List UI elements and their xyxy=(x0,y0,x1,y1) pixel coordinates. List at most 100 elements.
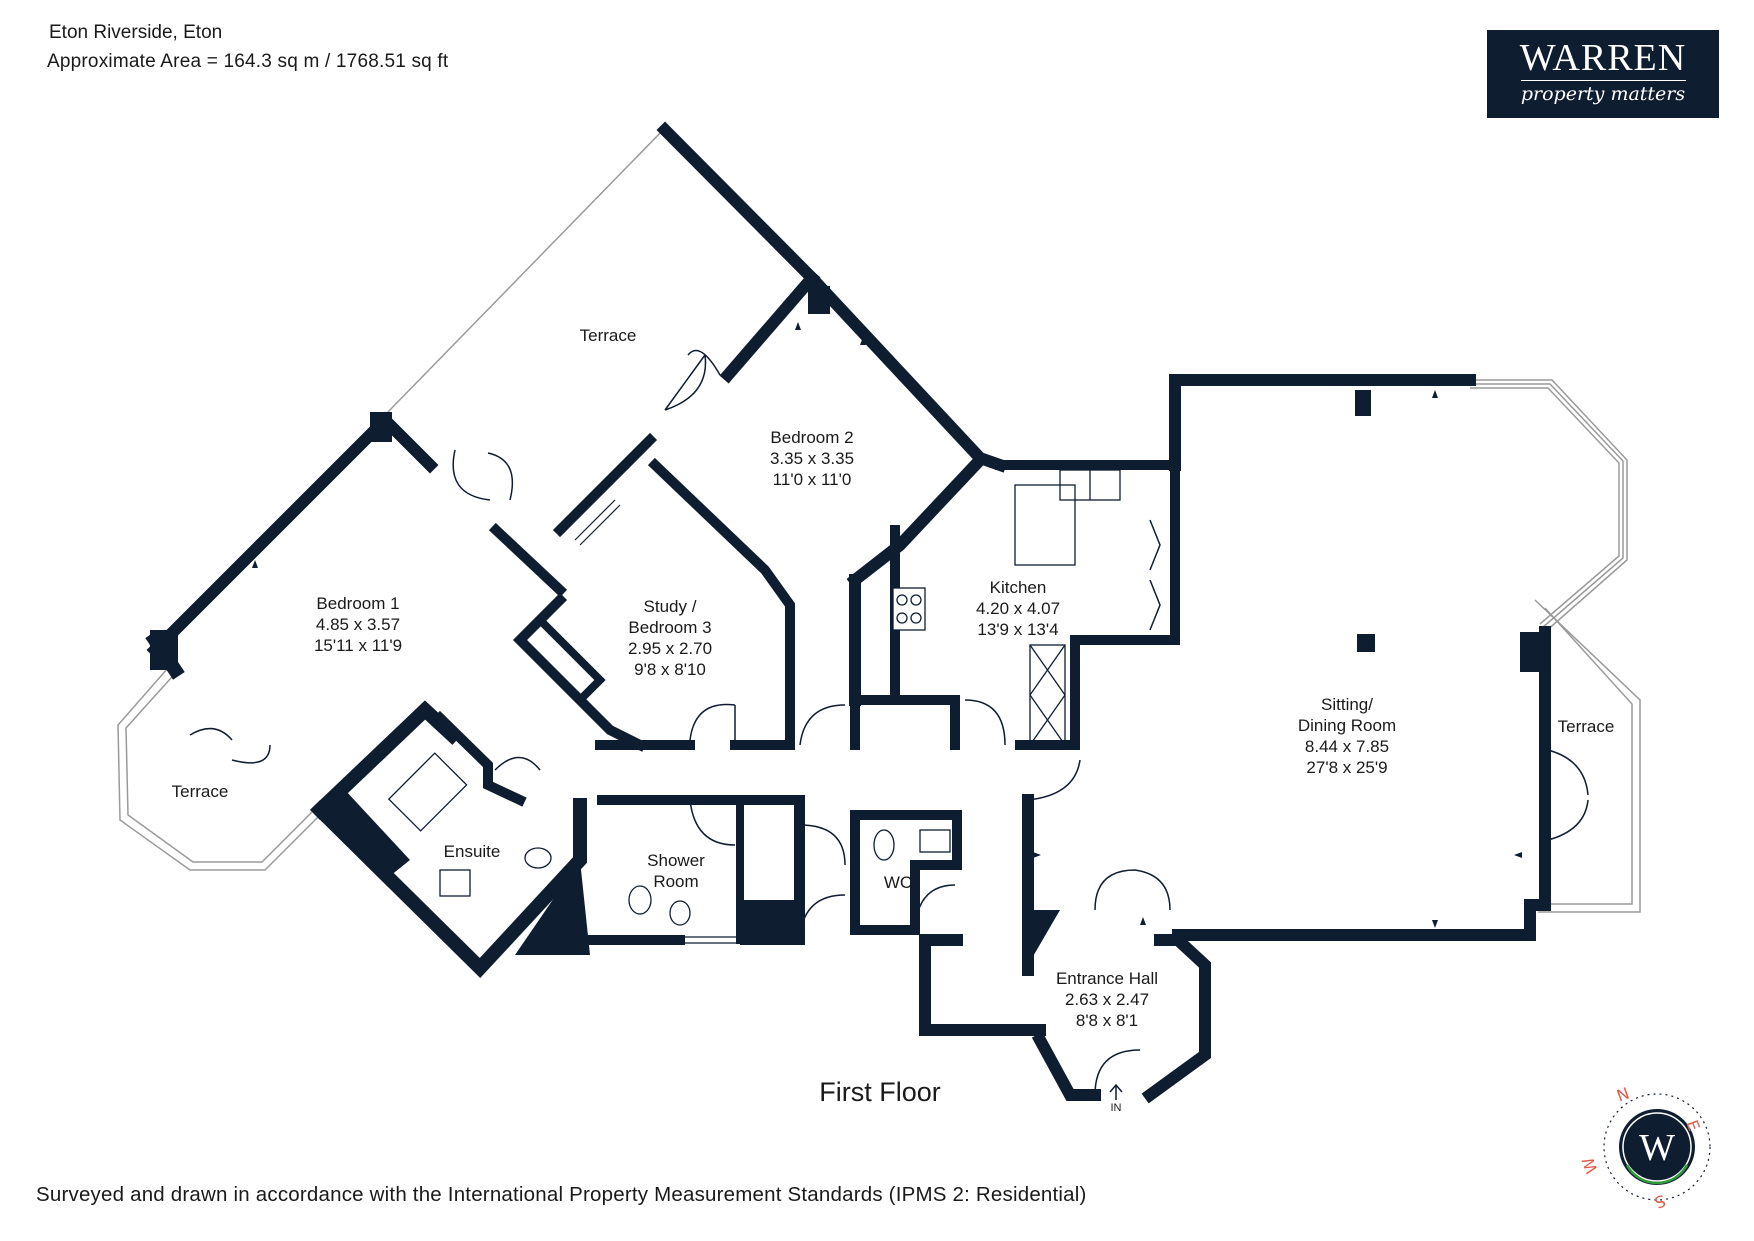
compass-outer-dots xyxy=(1603,1093,1711,1201)
right-terrace-outline xyxy=(1534,599,1641,913)
left-terrace-outline xyxy=(117,659,321,871)
marker-8 xyxy=(1140,917,1146,925)
door-entrance xyxy=(1094,1049,1141,1096)
sitting-name-2: Dining Room xyxy=(1297,716,1397,735)
door-hall xyxy=(1027,759,1081,801)
bedroom2-imperial: 11'0 x 11'0 xyxy=(772,470,852,489)
bedroom1-imperial: 15'11 x 11'9 xyxy=(313,636,403,655)
marker-7 xyxy=(1514,852,1522,858)
wall-sitting-bottom xyxy=(1172,899,1551,941)
warren-logo: WARREN property matters xyxy=(1487,30,1719,118)
ensuite-bath xyxy=(387,752,468,832)
entry-label: IN xyxy=(1110,1102,1122,1114)
compass-disc xyxy=(1619,1109,1695,1185)
wall-entrance xyxy=(1141,934,1211,1104)
wall-ensuite-inner xyxy=(432,710,527,807)
door-kitchen xyxy=(964,699,1006,746)
wall-study-top-left xyxy=(552,432,658,538)
terrace-right-name: Terrace xyxy=(1557,717,1615,736)
sitting-metric: 8.44 x 7.85 xyxy=(1304,737,1390,756)
study-name: Study / xyxy=(643,597,697,616)
shower-name-2: Room xyxy=(653,872,699,891)
wall-entrance-corridor xyxy=(919,934,1046,1036)
wc-name: WC xyxy=(883,873,913,892)
door-entrance-top xyxy=(1094,869,1171,911)
window-ensuite xyxy=(389,879,437,926)
bedroom1-metric: 4.85 x 3.57 xyxy=(315,615,401,634)
wall-sitting-top xyxy=(1169,374,1476,471)
bay-window-outline-inner2 xyxy=(1470,383,1624,629)
ensuite-name: Ensuite xyxy=(443,842,501,861)
compass-inner-ring xyxy=(1622,1112,1692,1182)
wc-basin xyxy=(919,829,951,853)
wall-corridor-closet xyxy=(850,695,960,750)
door-shower xyxy=(689,799,736,846)
door-corridor-shower-2 xyxy=(799,894,846,936)
window-shower xyxy=(680,936,740,944)
wall-wc xyxy=(850,810,962,935)
sitting-pillar-top xyxy=(1355,390,1371,416)
wall-entrance-left xyxy=(1031,1031,1101,1101)
bedroom1-name: Bedroom 1 xyxy=(316,594,400,613)
radiator-markers xyxy=(252,322,1522,928)
label-ensuite: Ensuite xyxy=(444,841,501,862)
sitting-imperial: 27'8 x 25'9 xyxy=(1306,758,1388,777)
label-sitting: Sitting/ Dining Room 8.44 x 7.85 27'8 x … xyxy=(1298,694,1396,778)
marker-4 xyxy=(1432,390,1438,398)
terrace-left-name: Terrace xyxy=(171,782,229,801)
kitchen-name: Kitchen xyxy=(989,578,1047,597)
label-terrace-left: Terrace xyxy=(172,781,229,802)
label-bedroom2: Bedroom 2 3.35 x 3.35 11'0 x 11'0 xyxy=(770,427,854,490)
door-ensuite xyxy=(494,756,541,771)
marker-1 xyxy=(252,560,258,568)
compass-green-arc xyxy=(1625,1164,1689,1185)
window-sitting-right xyxy=(1540,700,1550,745)
door-sitting-terrace xyxy=(1547,749,1589,841)
header-title: Eton Riverside, Eton xyxy=(49,22,223,43)
door-corridor-shower xyxy=(799,824,846,866)
wall-hall-solid xyxy=(1028,910,1060,965)
wall-study-closet xyxy=(534,614,606,706)
label-bedroom1: Bedroom 1 4.85 x 3.57 15'11 x 11'9 xyxy=(314,593,402,656)
right-terrace-outline-inner xyxy=(1538,607,1633,905)
top-terrace-outline xyxy=(384,126,813,416)
wall-bedroom2-right xyxy=(846,451,989,589)
logo-wordmark: WARREN xyxy=(1519,37,1687,79)
hob-4 xyxy=(910,612,922,624)
wall-bedroom1-right xyxy=(488,522,568,598)
wall-ensuite-outer xyxy=(310,798,587,979)
entrance-name: Entrance Hall xyxy=(1055,969,1159,988)
kitchen-tall-unit-cross xyxy=(1029,644,1066,746)
ipms-footer: Surveyed and drawn in accordance with th… xyxy=(36,1183,1087,1206)
door-corridor-bedroom2 xyxy=(799,704,846,746)
ensuite-toilet xyxy=(524,847,552,869)
label-shower: Shower Room xyxy=(647,850,705,892)
wall-ensuite-solid xyxy=(515,860,590,955)
terrace-top-name: Terrace xyxy=(579,326,637,345)
study-imperial: 9'8 x 8'10 xyxy=(634,660,706,679)
label-entrance: Entrance Hall 2.63 x 2.47 8'8 x 8'1 xyxy=(1056,968,1158,1031)
door-wc xyxy=(914,884,956,926)
marker-2 xyxy=(795,322,801,330)
left-terrace-outline-inner xyxy=(125,667,313,863)
wall-ensuite-solid-2 xyxy=(320,790,410,880)
marker-3 xyxy=(860,337,866,345)
pillar-bedroom2 xyxy=(808,286,830,314)
compass-center-letter: W xyxy=(1639,1127,1675,1169)
entry-arrow-shaft xyxy=(1109,1083,1123,1100)
logo-divider xyxy=(1520,80,1686,81)
pillar-bedroom1-left xyxy=(150,630,178,670)
entrance-imperial: 8'8 x 8'1 xyxy=(1075,1011,1139,1030)
window-sitting-right-2 xyxy=(1540,835,1550,880)
entry-arrow xyxy=(1109,1083,1123,1100)
door-cupboard-kitchen xyxy=(1149,519,1161,631)
entrance-metric: 2.63 x 2.47 xyxy=(1064,990,1150,1009)
wall-bedroom2-top xyxy=(719,269,821,384)
hob-2 xyxy=(910,594,922,606)
approximate-area: Approximate Area = 164.3 sq m / 1768.51 … xyxy=(47,51,449,72)
doors xyxy=(189,349,1589,1096)
door-terrace-bedroom2 xyxy=(664,349,721,411)
wall-terrace-top-diagonal xyxy=(656,121,1008,473)
wall-study-right xyxy=(647,457,795,750)
floor-label: First Floor xyxy=(819,1077,941,1107)
